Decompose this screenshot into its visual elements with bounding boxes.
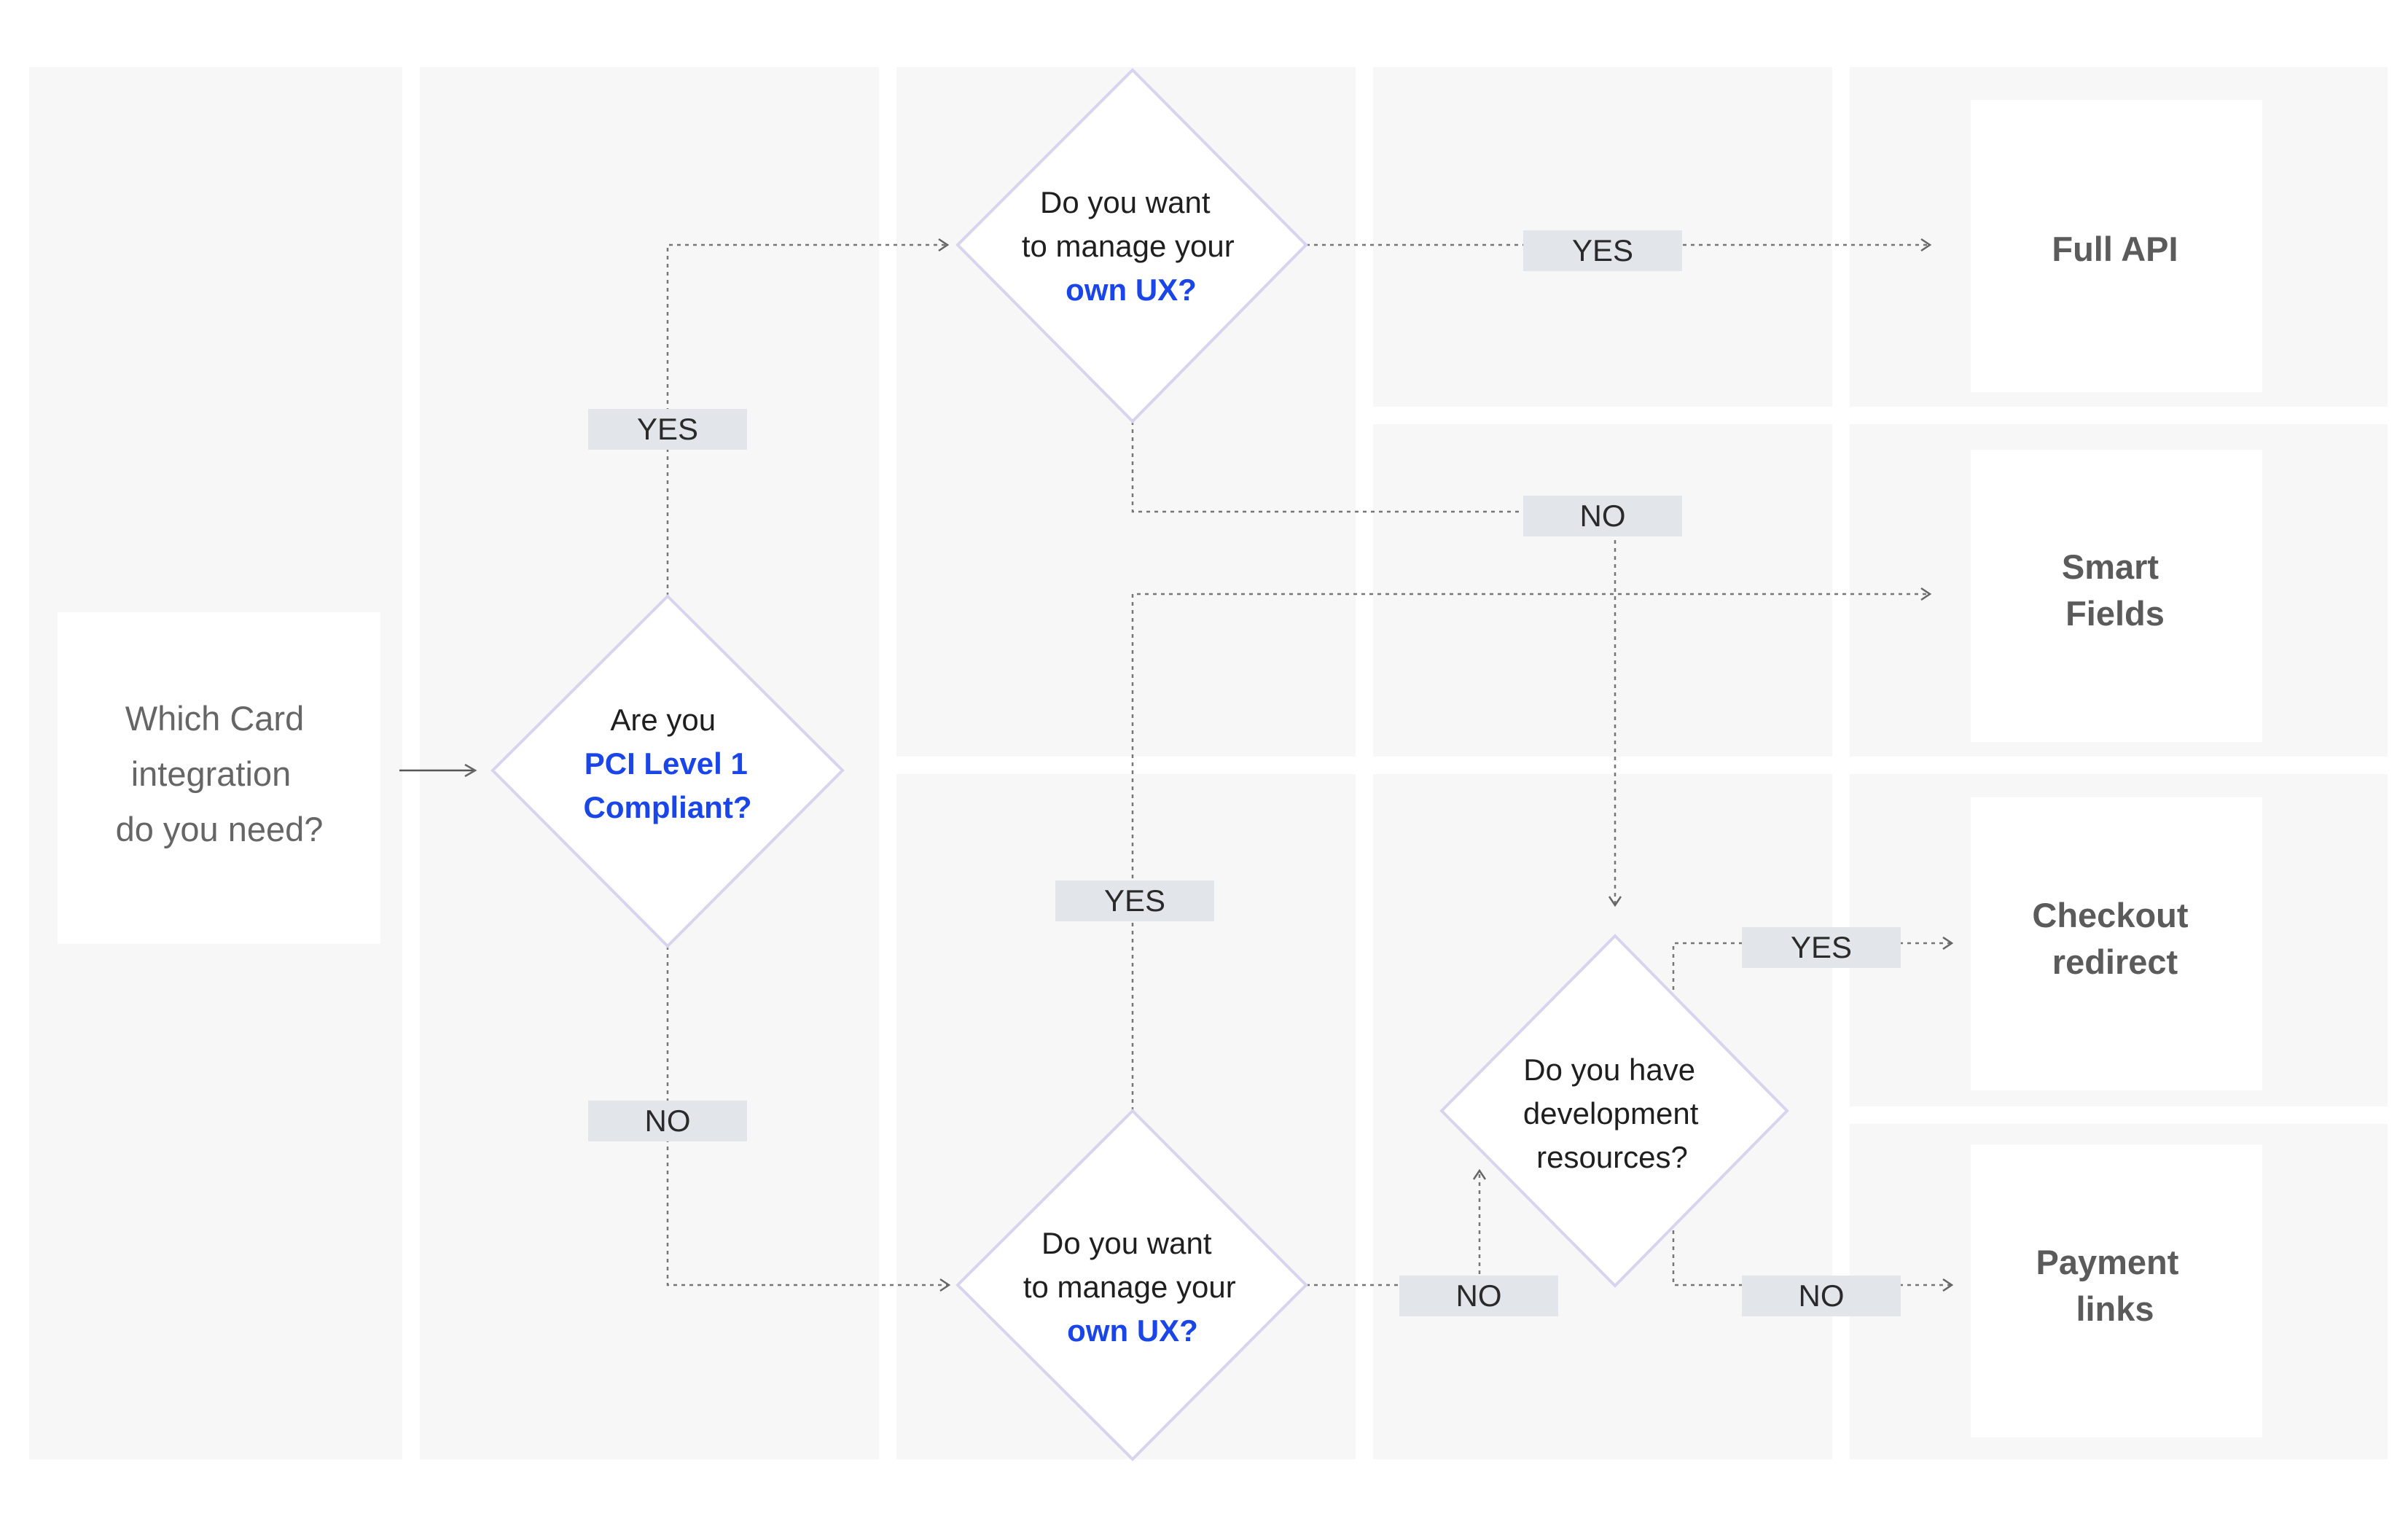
dev-line-1: Do you have	[1523, 1053, 1695, 1087]
start-line-3: do you need?	[116, 810, 324, 848]
pci-question: Are you PCI Level 1 Compliant?	[584, 703, 752, 824]
full-api-line-1: Full API	[2052, 230, 2178, 268]
checkout-redirect-title: Checkout redirect	[2032, 896, 2197, 981]
ux-top-yes-arrowhead	[1920, 238, 1932, 252]
checkout-redirect-line-1: Checkout	[2032, 896, 2188, 934]
ux-bottom-line-1: Do you want	[1041, 1226, 1212, 1260]
pci-highlight-1: PCI Level 1	[585, 746, 748, 781]
ux-top-decision-diamond	[955, 68, 1308, 423]
ux-bottom-no-label: NO	[1456, 1278, 1502, 1313]
ux-top-no-label: NO	[1580, 499, 1626, 533]
dev-no-connector	[1672, 1230, 1950, 1286]
smart-fields-card[interactable]	[1971, 450, 2262, 742]
pci-yes-badge	[588, 409, 747, 450]
ux-bottom-highlight: own UX?	[1067, 1313, 1198, 1348]
dev-line-3: resources?	[1536, 1140, 1688, 1174]
start-line-1: Which Card	[125, 699, 305, 738]
ux-bottom-question: Do you want to manage your own UX?	[1023, 1226, 1239, 1348]
pci-highlight-2: Compliant?	[584, 790, 752, 824]
start-card	[58, 612, 380, 944]
dev-yes-arrowhead	[1942, 936, 1954, 950]
ux-top-question: Do you want to manage your own UX?	[1022, 185, 1238, 307]
dev-yes-label: YES	[1791, 930, 1852, 964]
start-question: Which Card integration do you need?	[116, 699, 324, 848]
ux-bottom-yes-label: YES	[1104, 883, 1165, 918]
ux-top-line-2: to manage your	[1022, 229, 1235, 263]
branch-labels: YES NO YES NO YES NO YES NO	[588, 230, 1901, 1316]
ux-top-no-connector	[1131, 421, 1617, 904]
full-api-card[interactable]	[1971, 100, 2262, 392]
payment-links-line-2: links	[2076, 1289, 2154, 1328]
payment-links-title: Payment links	[2036, 1243, 2189, 1328]
ux-bottom-no-arrowhead	[1472, 1168, 1487, 1180]
start-arrow-head	[464, 763, 477, 778]
ux-top-no-badge	[1523, 496, 1682, 536]
smart-fields-line-2: Fields	[2065, 594, 2165, 633]
payment-links-card[interactable]	[1971, 1144, 2262, 1437]
dev-no-label: NO	[1799, 1278, 1845, 1313]
checkout-redirect-line-2: redirect	[2052, 942, 2178, 981]
connectors	[666, 238, 1954, 1292]
dev-no-arrowhead	[1942, 1278, 1954, 1292]
ux-bottom-no-connector	[1306, 1172, 1481, 1286]
pci-yes-label: YES	[637, 412, 698, 446]
pci-no-badge	[588, 1101, 747, 1141]
dev-question: Do you have development resources?	[1523, 1053, 1707, 1174]
ux-top-no-arrowhead	[1608, 896, 1622, 907]
dev-yes-badge	[1742, 927, 1901, 968]
ux-bottom-line-2: to manage your	[1023, 1270, 1236, 1304]
pci-no-label: NO	[645, 1104, 691, 1138]
dev-no-badge	[1742, 1276, 1901, 1316]
ux-bottom-yes-connector	[1131, 593, 1928, 1111]
ux-top-yes-badge	[1523, 230, 1682, 271]
ux-bottom-yes-badge	[1055, 880, 1214, 921]
ux-bottom-yes-arrowhead	[1920, 587, 1932, 601]
start-line-2: integration	[131, 754, 292, 793]
ux-top-yes-label: YES	[1572, 233, 1633, 268]
lane-branch-mid	[1373, 424, 1832, 757]
pci-decision-diamond	[490, 594, 845, 948]
smart-fields-title: Smart Fields	[2062, 547, 2168, 633]
smart-fields-line-1: Smart	[2062, 547, 2159, 586]
full-api-title: Full API	[2052, 230, 2178, 268]
ux-bottom-decision-diamond	[955, 1109, 1308, 1461]
dev-line-2: development	[1523, 1096, 1699, 1131]
payment-links-line-1: Payment	[2036, 1243, 2179, 1281]
pci-yes-arrowhead	[938, 238, 950, 252]
pci-line-1: Are you	[610, 703, 716, 737]
pci-no-connector	[666, 946, 947, 1286]
pci-no-arrowhead	[939, 1278, 951, 1292]
checkout-redirect-card[interactable]	[1971, 797, 2262, 1090]
ux-top-highlight: own UX?	[1066, 273, 1197, 307]
ux-top-line-1: Do you want	[1040, 185, 1211, 219]
ux-bottom-no-badge	[1399, 1276, 1558, 1316]
dev-decision-diamond	[1439, 934, 1789, 1288]
